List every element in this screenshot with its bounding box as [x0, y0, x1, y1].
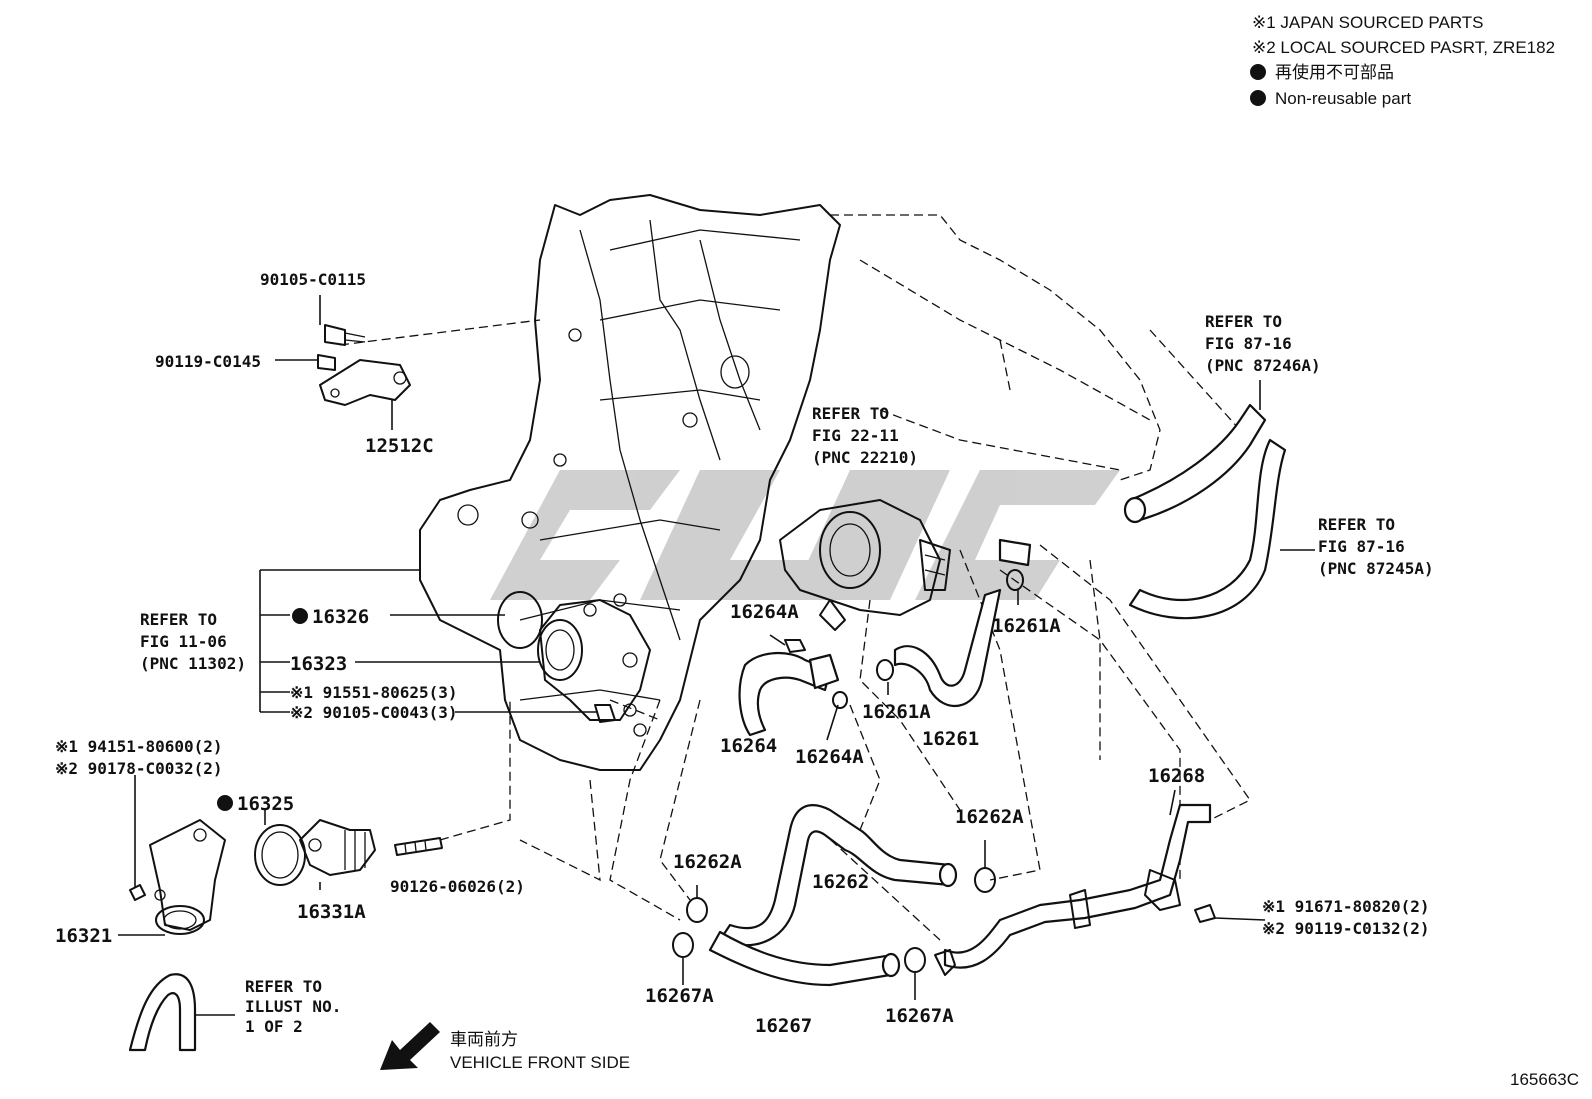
ref-fig8716a-l2: FIG 87-16 — [1205, 334, 1292, 353]
ref-fig8716b-l1: REFER TO — [1318, 515, 1395, 534]
direction-label-jp: 車両前方 — [450, 1030, 518, 1049]
non-reusable-dot-16326 — [292, 608, 308, 624]
water-inlet-housing — [497, 591, 651, 723]
ref-illust-l2: ILLUST NO. — [245, 997, 341, 1016]
part-label-16331a: 16331A — [297, 901, 366, 923]
part-label-16262: 16262 — [812, 871, 869, 893]
hoses — [128, 403, 1287, 1052]
part-label-16267a-left: 16267A — [645, 985, 714, 1007]
part-label-16261a-mid: 16261A — [862, 701, 931, 723]
part-label-16261: 16261 — [922, 728, 979, 750]
non-reusable-dot-legend-1 — [1250, 64, 1266, 80]
ref-fig1106-l2: FIG 11-06 — [140, 632, 227, 651]
part-label-16267a-right: 16267A — [885, 1005, 954, 1027]
part-label-12512c: 12512C — [365, 435, 434, 457]
vehicle-front-arrow-icon — [380, 1022, 440, 1070]
part-label-90178: ※2 90178-C0032(2) — [55, 759, 223, 778]
part-label-90119-c0145: 90119-C0145 — [155, 352, 261, 371]
bracket-12512c — [317, 324, 411, 406]
part-label-90119-c0132: ※2 90119-C0132(2) — [1262, 919, 1430, 938]
part-label-90105-c0043: ※2 90105-C0043(3) — [290, 703, 458, 722]
ref-illust-l3: 1 OF 2 — [245, 1017, 303, 1036]
part-label-16261a-right: 16261A — [992, 615, 1061, 637]
throttle-body — [779, 499, 951, 631]
legend-non-reusable-en: Non-reusable part — [1275, 89, 1411, 108]
part-label-90126: 90126-06026(2) — [390, 877, 525, 896]
ref-fig8716a-l1: REFER TO — [1205, 312, 1282, 331]
thermostat-cover-16321 — [129, 819, 226, 935]
part-label-91551: ※1 91551-80625(3) — [290, 683, 458, 702]
engine-block — [419, 194, 1161, 882]
legend-local-sourced: ※2 LOCAL SOURCED PASRT, ZRE182 — [1252, 38, 1555, 57]
ref-fig8716b-l2: FIG 87-16 — [1318, 537, 1405, 556]
gasket-16325 — [254, 824, 306, 886]
part-label-16326: 16326 — [312, 606, 369, 628]
ref-fig1106-l3: (PNC 11302) — [140, 654, 246, 673]
non-reusable-dot-16325 — [217, 795, 233, 811]
ref-fig8716a-l3: (PNC 87246A) — [1205, 356, 1321, 375]
ref-fig2211-l3: (PNC 22210) — [812, 448, 918, 467]
ref-fig8716b-l3: (PNC 87245A) — [1318, 559, 1434, 578]
part-leaders — [118, 295, 1315, 1016]
part-label-16264a-upper: 16264A — [730, 601, 799, 623]
legend-non-reusable-jp: 再使用不可部品 — [1275, 62, 1394, 82]
part-label-16264: 16264 — [720, 735, 777, 757]
part-label-16262a-left: 16262A — [673, 851, 742, 873]
part-label-16323: 16323 — [290, 653, 347, 675]
part-label-16267: 16267 — [755, 1015, 812, 1037]
ref-fig1106-l1: REFER TO — [140, 610, 217, 629]
part-label-16321: 16321 — [55, 925, 112, 947]
part-label-94151: ※1 94151-80600(2) — [55, 737, 223, 756]
part-label-91671: ※1 91671-80820(2) — [1262, 897, 1430, 916]
direction-label-en: VEHICLE FRONT SIDE — [450, 1053, 630, 1072]
ref-illust-l1: REFER TO — [245, 977, 322, 996]
legend-japan-sourced: ※1 JAPAN SOURCED PARTS — [1252, 13, 1484, 32]
part-label-16268: 16268 — [1148, 765, 1205, 787]
diagram-id: 165663C — [1510, 1070, 1579, 1089]
part-label-90105-c0115: 90105-C0115 — [260, 270, 366, 289]
non-reusable-dot-legend-2 — [1250, 90, 1266, 106]
part-label-16325: 16325 — [237, 793, 294, 815]
stud-90126 — [394, 837, 443, 856]
part-label-16264a-lower: 16264A — [795, 746, 864, 768]
ref-fig2211-l1: REFER TO — [812, 404, 889, 423]
part-label-16262a-right: 16262A — [955, 806, 1024, 828]
ref-fig2211-l2: FIG 22-11 — [812, 426, 899, 445]
watermark — [490, 470, 1120, 600]
clamps — [672, 569, 1216, 973]
thermostat-16331a — [299, 819, 376, 876]
